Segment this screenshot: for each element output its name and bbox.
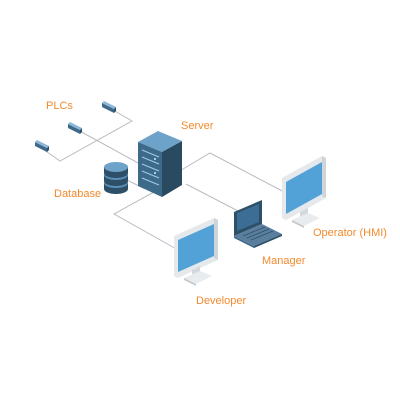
server-icon [138,131,182,197]
laptop-icon [234,200,282,248]
label-database: Database [54,188,102,200]
connection-lines [39,106,287,252]
plc-icon [35,140,49,152]
database-icon [104,162,128,194]
line-server-manager [185,183,241,213]
line-server-developer [112,191,181,252]
plc-icon [102,101,116,113]
label-server: Server [181,120,214,132]
label-developer: Developer [196,295,247,307]
monitor-icon [174,218,218,286]
label-operator: Operator (HMI) [313,227,387,239]
label-plcs: PLCs [46,100,73,112]
line-plc-bus [39,106,134,162]
plc-icon [68,122,82,134]
label-manager: Manager [262,255,306,267]
monitor-icon [282,156,326,228]
line-server-operator [177,152,287,194]
line-bus-server [97,140,141,165]
